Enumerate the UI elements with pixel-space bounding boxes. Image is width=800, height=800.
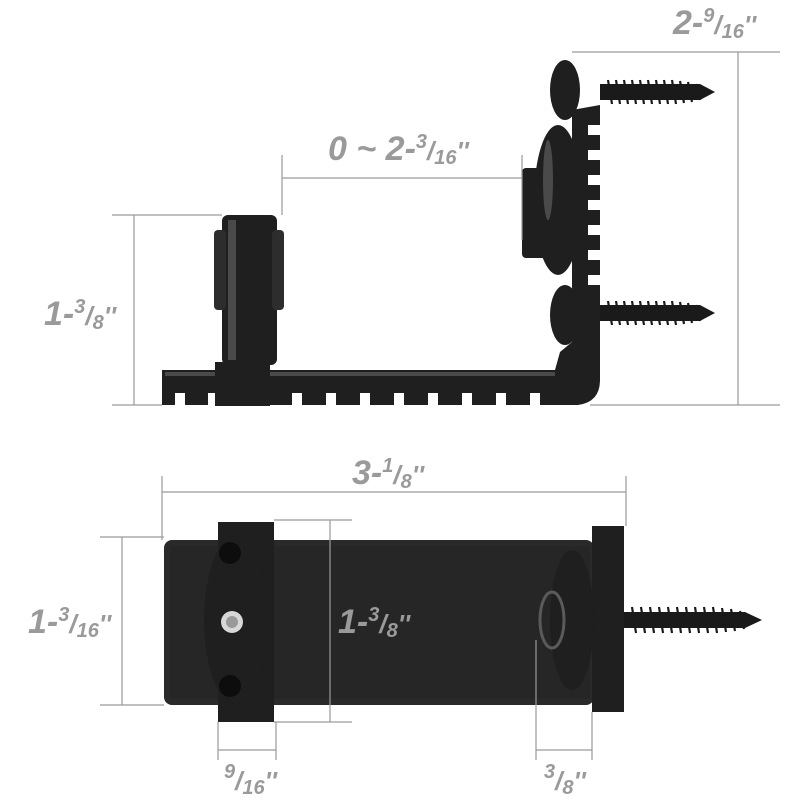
flange-oval-pad xyxy=(534,125,582,275)
post-knob-right xyxy=(272,230,284,310)
clamp-width-label: 1-3/8'' xyxy=(338,603,411,642)
top-down-dimension-lines xyxy=(100,476,627,760)
bottom-screw-head xyxy=(550,285,580,345)
side-view xyxy=(162,60,715,406)
flange-edge xyxy=(592,526,624,712)
total-length-label: 3-1/8'' xyxy=(352,454,425,493)
flange-washer xyxy=(538,590,566,650)
flange-pad-top xyxy=(550,550,594,690)
plate-width-label: 1-3/16'' xyxy=(28,603,112,642)
base-teeth xyxy=(175,393,540,405)
post-knob-left xyxy=(214,230,226,310)
oval-hole-top xyxy=(219,542,241,564)
total-height-label: 2-9/16'' xyxy=(672,4,757,43)
top-down-view xyxy=(164,522,762,722)
clamp-depth-label: 9/16'' xyxy=(224,761,278,799)
adjust-range-label: 0 ~ 2-3/16'' xyxy=(328,130,470,169)
post-highlight xyxy=(228,220,236,360)
flange-pad-highlight xyxy=(543,140,553,220)
post-base-block xyxy=(215,362,270,406)
post-height-label: 1-3/8'' xyxy=(44,295,117,334)
top-screw xyxy=(600,79,715,105)
flange-teeth xyxy=(588,125,600,285)
oval-hole-bottom xyxy=(219,675,241,697)
center-bolt-inner xyxy=(226,616,238,628)
bottom-screw xyxy=(600,300,715,326)
side-view-dimension-lines xyxy=(112,51,780,406)
base-highlight xyxy=(165,372,555,376)
top-screw-head xyxy=(550,60,580,120)
side-screw xyxy=(624,606,762,634)
flange-thickness-label: 3/8'' xyxy=(544,761,587,799)
